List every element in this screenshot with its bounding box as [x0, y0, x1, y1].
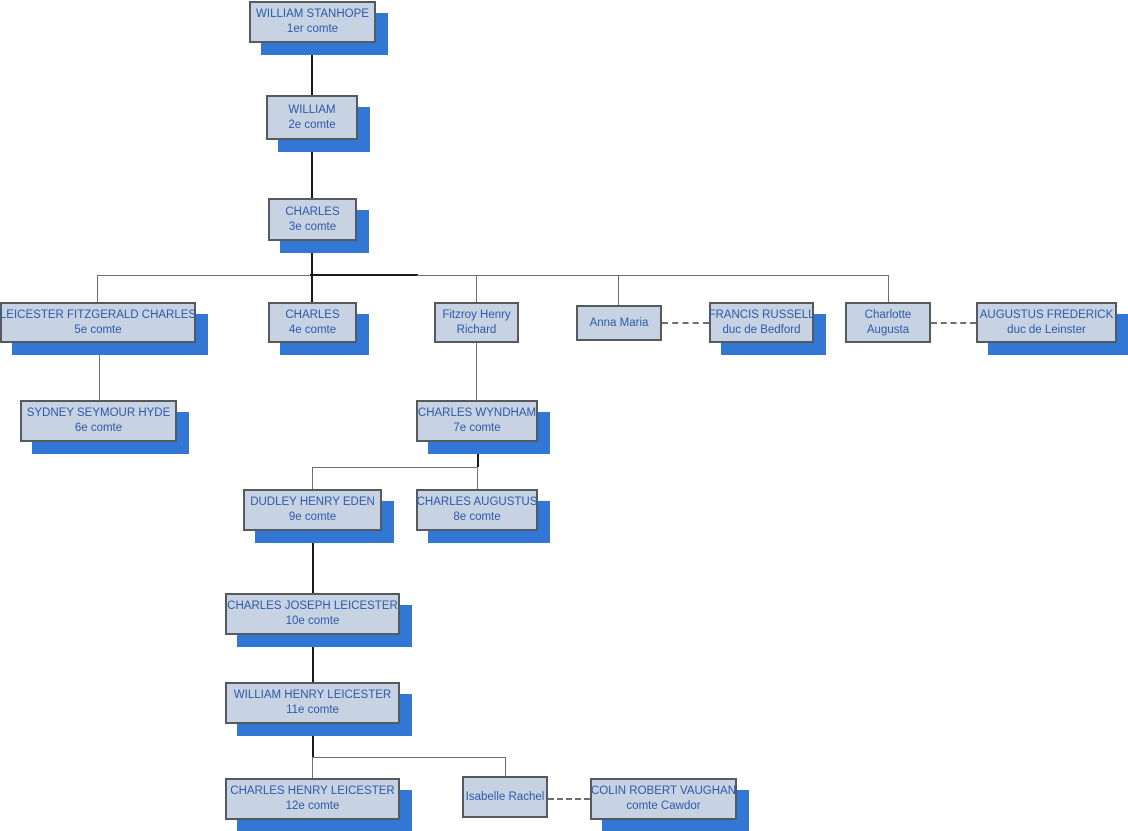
bus-generation-4-right: [417, 275, 888, 276]
node-line2: 8e comte: [453, 511, 501, 523]
bus-generation-4-mid: [310, 274, 418, 276]
connector-fitzroy-to-wyndham: [476, 343, 477, 400]
node-line1: Isabelle Rachel: [465, 790, 545, 803]
node-charlotte-augusta[interactable]: Charlotte Augusta: [845, 302, 931, 343]
node-line2: 1er comte: [286, 23, 339, 35]
node-line1: Charlotte: [864, 308, 912, 321]
node-charles-joseph-leicester-10e-comte[interactable]: CHARLES JOSEPH LEICESTER 10e comte: [225, 593, 400, 635]
node-leicester-fitzgerald-charles-5e-comte[interactable]: LEICESTER FITZGERALD CHARLES 5e comte: [0, 302, 196, 343]
node-line2: Richard: [456, 323, 497, 336]
drop-to-dudley: [312, 467, 313, 489]
node-line1: AUGUSTUS FREDERICK: [979, 308, 1114, 321]
connector-william-henry-to-bus: [312, 724, 314, 757]
node-line1: WILLIAM: [288, 103, 336, 116]
node-charles-wyndham-7e-comte[interactable]: CHARLES WYNDHAM 7e comte: [416, 400, 538, 442]
node-william-henry-leicester-11e-comte[interactable]: WILLIAM HENRY LEICESTER 11e comte: [225, 682, 400, 724]
connector-dudley-to-charles-joseph: [312, 531, 314, 593]
node-line2: 12e comte: [285, 800, 340, 812]
node-line2: 10e comte: [285, 615, 340, 627]
node-charles-henry-leicester-12e-comte[interactable]: CHARLES HENRY LEICESTER 12e comte: [225, 778, 400, 820]
node-line1: SYDNEY SEYMOUR HYDE: [26, 407, 171, 420]
marriage-link-charlotte-augustus: [931, 322, 976, 324]
drop-to-charles-augustus: [477, 467, 478, 489]
node-line1: CHARLES: [285, 308, 340, 321]
node-william-2e-comte[interactable]: WILLIAM 2e comte: [266, 95, 358, 140]
drop-to-fitzroy: [476, 275, 477, 302]
node-line1: CHARLES JOSEPH LEICESTER: [227, 600, 398, 613]
node-line1: CHARLES WYNDHAM: [417, 407, 537, 420]
node-augustus-frederick-duc-de-leinster[interactable]: AUGUSTUS FREDERICK duc de Leinster: [976, 302, 1117, 343]
node-line1: COLIN ROBERT VAUGHAN: [590, 785, 737, 798]
node-line2: duc de Bedford: [722, 323, 801, 336]
node-charles-4e-comte[interactable]: CHARLES 4e comte: [268, 302, 357, 343]
node-line1: CHARLES HENRY LEICESTER: [230, 785, 395, 798]
node-line1: WILLIAM HENRY LEICESTER: [233, 689, 392, 702]
connector-n2-n3: [311, 140, 313, 198]
node-fitzroy-henry-richard[interactable]: Fitzroy Henry Richard: [434, 302, 519, 343]
node-charles-3e-comte[interactable]: CHARLES 3e comte: [268, 198, 357, 241]
connector-n3-bus: [311, 241, 313, 275]
node-line1: CHARLES AUGUSTUS: [416, 496, 538, 509]
bus-generation-8-9: [312, 467, 478, 468]
node-line2: 7e comte: [453, 422, 501, 434]
connector-charles-joseph-to-william-henry: [312, 635, 314, 682]
node-line1: CHARLES: [285, 205, 340, 218]
node-line2: comte Cawdor: [626, 800, 701, 812]
node-line1: DUDLEY HENRY EDEN: [250, 496, 375, 509]
node-line2: Augusta: [866, 323, 910, 336]
node-charles-augustus-8e-comte[interactable]: CHARLES AUGUSTUS 8e comte: [416, 489, 538, 531]
connector-n1-n2: [311, 43, 313, 95]
node-line1: FRANCIS RUSSELL: [708, 308, 815, 321]
node-line2: 2e comte: [288, 118, 336, 131]
marriage-link-anna-francis: [662, 322, 709, 324]
node-line1: Anna Maria: [589, 316, 649, 329]
node-francis-russell-duc-de-bedford[interactable]: FRANCIS RUSSELL duc de Bedford: [708, 302, 815, 343]
node-colin-robert-vaughan-comte-cawdor[interactable]: COLIN ROBERT VAUGHAN comte Cawdor: [590, 778, 737, 820]
marriage-link-isabelle-colin: [548, 798, 590, 800]
node-line2: 4e comte: [288, 323, 337, 336]
drop-to-charlotte-augusta: [888, 275, 889, 302]
node-anna-maria[interactable]: Anna Maria: [576, 305, 662, 341]
node-line2: 9e comte: [288, 511, 337, 523]
drop-to-isabelle: [505, 757, 506, 776]
node-william-stanhope-1er-comte[interactable]: WILLIAM STANHOPE 1er comte: [249, 1, 376, 43]
bus-generation-12: [312, 757, 505, 758]
node-line2: 5e comte: [74, 323, 122, 336]
drop-to-leicester-fitzgerald: [97, 275, 98, 302]
node-line2: duc de Leinster: [1007, 323, 1086, 336]
bus-generation-4-left: [97, 275, 312, 276]
node-sydney-seymour-hyde-6e-comte[interactable]: SYDNEY SEYMOUR HYDE 6e comte: [20, 400, 177, 442]
connector-wyndham-to-bus: [477, 442, 479, 467]
node-line1: Fitzroy Henry: [442, 308, 511, 321]
drop-to-charles-4e: [311, 275, 313, 302]
connector-leicester-to-sydney: [99, 343, 100, 400]
node-line2: 11e comte: [286, 704, 339, 716]
node-isabelle-rachel[interactable]: Isabelle Rachel: [462, 776, 548, 818]
drop-to-charles-henry: [312, 757, 313, 778]
node-line1: WILLIAM STANHOPE: [256, 8, 369, 21]
drop-to-anna-maria: [618, 275, 619, 305]
node-line2: 6e comte: [74, 422, 123, 434]
node-line1: LEICESTER FITZGERALD CHARLES: [0, 308, 197, 321]
node-dudley-henry-eden-9e-comte[interactable]: DUDLEY HENRY EDEN 9e comte: [243, 489, 382, 531]
node-line2: 3e comte: [288, 220, 337, 233]
